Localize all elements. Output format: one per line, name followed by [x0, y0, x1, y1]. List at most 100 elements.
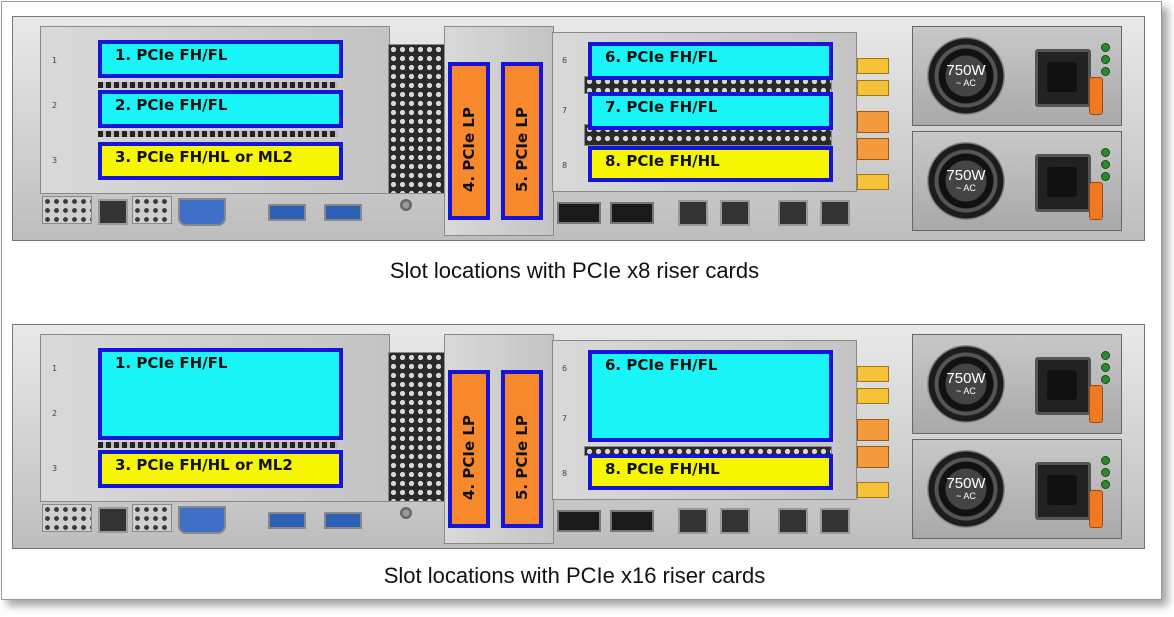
psu-ac-label: ~ AC	[956, 183, 976, 193]
slot-number-label: 3	[52, 156, 58, 165]
thumbscrew	[400, 507, 412, 519]
slot-5-text: 5. PCIe LP	[513, 107, 531, 192]
psu-led	[1101, 160, 1110, 169]
sfp-port	[557, 510, 601, 532]
slot-number-label: 8	[562, 161, 568, 170]
slot-number-label: 1	[52, 364, 58, 373]
psu-wattage-label: 750W	[946, 370, 986, 387]
psu-led	[1101, 456, 1110, 465]
slot-6-label: 6. PCIe FH/FL	[588, 350, 833, 442]
warning-label	[857, 174, 889, 190]
slot-4-label: 4. PCIe LP	[448, 370, 490, 528]
slot-4-label: 4. PCIe LP	[448, 62, 490, 220]
ethernet-port	[678, 200, 708, 226]
management-ethernet-port	[98, 199, 128, 225]
slot-vent	[98, 131, 338, 137]
psu-release-latch	[1089, 490, 1103, 528]
slot-5-label: 5. PCIe LP	[501, 370, 543, 528]
warning-label	[857, 80, 889, 96]
slot-number-label: 1	[52, 56, 58, 65]
psu-fan: 750W ~ AC	[927, 450, 1005, 528]
usb-port	[268, 512, 306, 529]
usb-port	[324, 512, 362, 529]
psu-led	[1101, 172, 1110, 181]
slot-number-label: 6	[562, 364, 568, 373]
power-socket	[1035, 462, 1091, 520]
psu-led	[1101, 43, 1110, 52]
warning-label	[857, 111, 889, 133]
slot-1-label: 1. PCIe FH/FL	[98, 40, 343, 78]
vent-mesh	[132, 504, 172, 532]
slot-4-text: 4. PCIe LP	[460, 415, 478, 500]
power-supply-2: 750W ~ AC	[912, 131, 1122, 231]
psu-fan: 750W ~ AC	[927, 142, 1005, 220]
warning-label	[857, 58, 889, 74]
vent-mesh	[42, 504, 92, 532]
slot-3-label: 3. PCIe FH/HL or ML2	[98, 450, 343, 488]
psu-led	[1101, 363, 1110, 372]
power-supply-1: 750W ~ AC	[912, 334, 1122, 434]
power-supply-1: 750W ~ AC	[912, 26, 1122, 126]
psu-led	[1101, 480, 1110, 489]
caption-x8-riser: Slot locations with PCIe x8 riser cards	[389, 258, 760, 283]
psu-ac-label: ~ AC	[956, 491, 976, 501]
slot-number-label: 7	[562, 106, 568, 115]
psu-fan: 750W ~ AC	[927, 37, 1005, 115]
slot-8-label: 8. PCIe FH/HL	[588, 146, 833, 182]
psu-led	[1101, 468, 1110, 477]
slot-number-label: 3	[52, 464, 58, 473]
psu-fan: 750W ~ AC	[927, 345, 1005, 423]
psu-led	[1101, 148, 1110, 157]
slot-3-label: 3. PCIe FH/HL or ML2	[98, 142, 343, 180]
power-socket	[1035, 357, 1091, 415]
psu-ac-label: ~ AC	[956, 78, 976, 88]
psu-ac-label: ~ AC	[956, 386, 976, 396]
ethernet-port	[820, 508, 850, 534]
psu-led	[1101, 375, 1110, 384]
slot-number-label: 2	[52, 409, 58, 418]
slot-7-label: 7. PCIe FH/FL	[588, 92, 833, 130]
slot-5-label: 5. PCIe LP	[501, 62, 543, 220]
ethernet-port	[778, 508, 808, 534]
psu-wattage-label: 750W	[946, 475, 986, 492]
warning-label	[857, 388, 889, 404]
power-supply-2: 750W ~ AC	[912, 439, 1122, 539]
ethernet-port	[720, 200, 750, 226]
slot-number-label: 8	[562, 469, 568, 478]
slot-2-label: 2. PCIe FH/FL	[98, 90, 343, 128]
ethernet-port	[720, 508, 750, 534]
vga-port	[178, 198, 226, 226]
slot-number-label: 2	[52, 101, 58, 110]
psu-wattage-label: 750W	[946, 62, 986, 79]
slot-vent	[98, 82, 338, 88]
server-rear-x16: 1 2 3 6 7 8 750W ~ AC	[12, 324, 1145, 549]
management-ethernet-port	[98, 507, 128, 533]
vent-mesh	[132, 196, 172, 224]
warning-label	[857, 419, 889, 441]
server-rear-x8: 1 2 3 6 7 8 750W	[12, 16, 1145, 241]
slot-vent	[98, 442, 338, 448]
sfp-port	[610, 202, 654, 224]
usb-port	[268, 204, 306, 221]
slot-8-label: 8. PCIe FH/HL	[588, 454, 833, 490]
psu-release-latch	[1089, 182, 1103, 220]
psu-release-latch	[1089, 385, 1103, 423]
psu-wattage-label: 750W	[946, 167, 986, 184]
warning-label	[857, 366, 889, 382]
slot-number-label: 7	[562, 414, 568, 423]
psu-release-latch	[1089, 77, 1103, 115]
ethernet-port	[678, 508, 708, 534]
thumbscrew	[400, 199, 412, 211]
power-socket	[1035, 49, 1091, 107]
slot-4-text: 4. PCIe LP	[460, 107, 478, 192]
ethernet-port	[778, 200, 808, 226]
caption-x16-riser: Slot locations with PCIe x16 riser cards	[383, 563, 766, 588]
slot-6-label: 6. PCIe FH/FL	[588, 42, 833, 80]
slot-5-text: 5. PCIe LP	[513, 415, 531, 500]
vent-mesh	[42, 196, 92, 224]
warning-label	[857, 482, 889, 498]
psu-led	[1101, 351, 1110, 360]
warning-label	[857, 138, 889, 160]
psu-led	[1101, 67, 1110, 76]
ethernet-port	[820, 200, 850, 226]
